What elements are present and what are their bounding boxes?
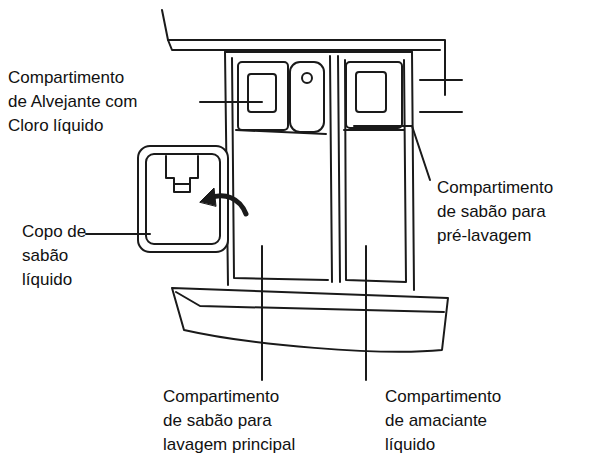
callout-label: Compartimento de sabão para lavagem prin… [163,385,295,457]
callout-label: Copo de sabão líquido [22,220,86,292]
drawer-sides [225,52,414,290]
callout-label: Compartimento de sabão para pré-lavagem [437,176,553,248]
ledge [236,130,326,134]
divider [330,56,340,282]
bleach-siphon [248,74,276,112]
leader-line [354,126,430,180]
leader-line [86,233,150,235]
ledge [344,129,404,131]
machine-lines [420,80,462,112]
leader-line [365,246,367,380]
liquid-cup-inner [146,154,220,244]
drawer-front [172,288,448,352]
callout-label: Compartimento de amaciante líquido [385,385,501,457]
prewash-inner [356,72,386,112]
leader-line [261,246,263,380]
drawer-front-edge [176,292,444,312]
prewash-compartment [346,62,402,128]
insert-arrowhead [200,188,216,206]
machine-edge [168,40,440,50]
leader-line [200,101,262,103]
drawer-rim [225,51,412,53]
liquid-cup [138,146,228,252]
cup-siphon-line [174,183,190,185]
cup-siphon [166,156,198,192]
siphon-hole [302,73,312,83]
callout-label: Compartimento de Alvejante com Cloro líq… [8,66,137,138]
compartment-walls [232,58,406,282]
siphon-cap [290,62,324,132]
bleach-compartment [238,62,288,130]
